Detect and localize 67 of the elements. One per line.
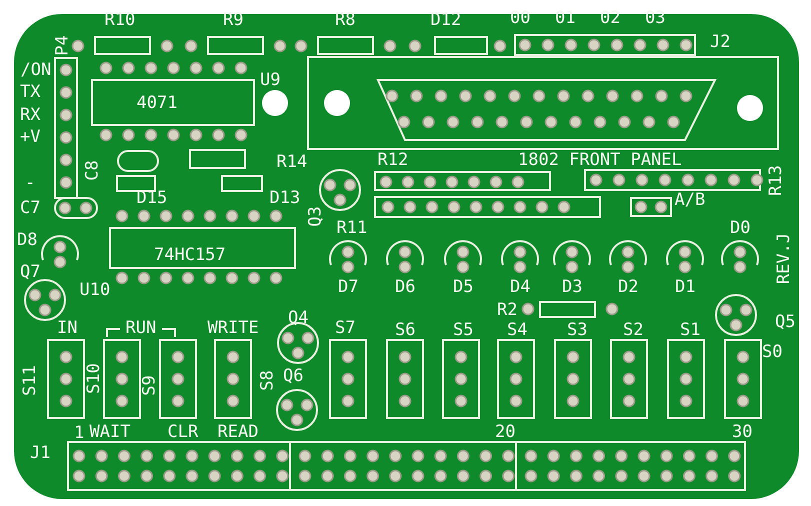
silkscreen-label: R2 bbox=[497, 302, 518, 318]
silkscreen-label: R13 bbox=[767, 164, 784, 196]
silkscreen-label: 30 bbox=[732, 424, 752, 440]
silkscreen-label: D2 bbox=[618, 278, 638, 296]
silkscreen-label: D6 bbox=[395, 278, 416, 296]
silkscreen-label: Q4 bbox=[288, 310, 308, 326]
silkscreen-label: 20 bbox=[495, 424, 516, 440]
silkscreen-label: D4 bbox=[510, 278, 530, 296]
silkscreen-label: S5 bbox=[453, 322, 474, 338]
silkscreen-label: S6 bbox=[395, 322, 416, 338]
silkscreen-label: 74HC157 bbox=[154, 246, 226, 264]
silkscreen-label: D3 bbox=[562, 278, 582, 296]
silkscreen-label: S2 bbox=[623, 322, 644, 338]
silkscreen-label: 02 bbox=[600, 10, 620, 26]
silkscreen-label: 01 bbox=[555, 10, 576, 26]
silkscreen-label: REV.J bbox=[776, 232, 793, 284]
silkscreen-label: Q5 bbox=[775, 314, 796, 330]
silkscreen-label: C7 bbox=[20, 200, 40, 216]
silkscreen-label: Q7 bbox=[20, 264, 40, 280]
silkscreen-label: C8 bbox=[84, 160, 102, 180]
silkscreen-label: RX bbox=[20, 106, 40, 124]
silkscreen-label: D15 bbox=[136, 190, 168, 206]
silkscreen-label: TX bbox=[20, 84, 40, 100]
silkscreen-label: S4 bbox=[507, 322, 528, 338]
silkscreen-label: WAIT bbox=[90, 424, 130, 440]
silkscreen-label: R14 bbox=[276, 154, 308, 170]
silkscreen-label: S1 bbox=[680, 322, 700, 338]
silkscreen-label: R10 bbox=[104, 12, 136, 28]
silkscreen-label: R11 bbox=[336, 220, 368, 236]
silkscreen-label: P4 bbox=[54, 34, 72, 56]
silkscreen-label: S7 bbox=[335, 320, 356, 336]
silkscreen-label: U10 bbox=[80, 282, 110, 298]
silkscreen-label: IN bbox=[57, 320, 78, 336]
silkscreen-label: S3 bbox=[567, 322, 588, 338]
silkscreen-label: J1 bbox=[30, 444, 50, 462]
silkscreen-label: R8 bbox=[335, 12, 356, 28]
silkscreen-label: U9 bbox=[260, 72, 280, 88]
silkscreen-label: S10 bbox=[85, 362, 102, 394]
silkscreen-label: D8 bbox=[17, 232, 38, 248]
silkscreen-label: D0 bbox=[730, 220, 750, 236]
silkscreen-label: D12 bbox=[430, 12, 462, 28]
silkscreen-label: WRITE bbox=[208, 320, 259, 336]
silkscreen-label: 1802 FRONT PANEL bbox=[518, 152, 682, 168]
silkscreen-label: R9 bbox=[223, 12, 244, 28]
silkscreen-label: 1 bbox=[74, 424, 84, 442]
silkscreen-label: Q6 bbox=[283, 368, 304, 384]
silkscreen-label: +V bbox=[20, 128, 40, 146]
silkscreen-label: READ bbox=[218, 424, 258, 440]
silkscreen-label: - bbox=[25, 174, 36, 192]
silkscreen-label: J2 bbox=[710, 34, 730, 50]
silkscreen-label: CLR bbox=[168, 424, 198, 440]
silkscreen-label: D1 bbox=[675, 278, 696, 296]
silkscreen-label: RUN bbox=[126, 320, 156, 336]
silkscreen-label: A/B bbox=[674, 192, 706, 208]
silkscreen-label: /ON bbox=[20, 62, 52, 78]
silkscreen-label: D13 bbox=[270, 190, 300, 206]
silkscreen-label: S8 bbox=[260, 370, 277, 390]
silkscreen-label: Q3 bbox=[308, 206, 325, 226]
silkscreen-label: R12 bbox=[378, 152, 408, 168]
silkscreen-label: S9 bbox=[142, 374, 159, 396]
silkscreen-label: S11 bbox=[21, 364, 38, 396]
silkscreen-label: 03 bbox=[645, 10, 666, 26]
silkscreen-label: S0 bbox=[762, 344, 782, 360]
silkscreen-label: D7 bbox=[338, 278, 358, 296]
silkscreen-label: 00 bbox=[510, 10, 530, 26]
silkscreen-label: D5 bbox=[453, 278, 474, 296]
silkscreen-label: 4071 bbox=[136, 94, 178, 112]
